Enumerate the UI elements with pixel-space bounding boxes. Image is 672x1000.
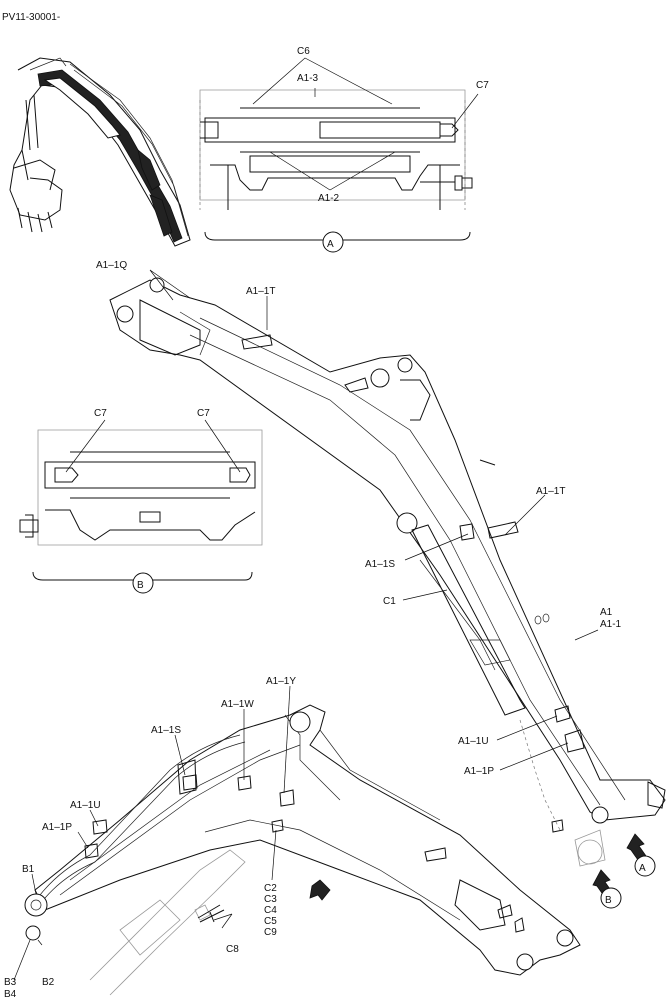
arrow-a-letter: A [639,863,646,874]
label-a1-1: A1-1 [600,619,622,630]
label-c4: C4 [264,905,277,916]
label-a1-1w: A1–1W [221,699,254,710]
label-c5: C5 [264,916,277,927]
arrow-a-icon [626,833,647,861]
label-a1: A1 [600,607,613,618]
label-a1-1s-mid: A1–1S [365,559,395,570]
label-b1: B1 [22,864,35,875]
label-c9: C9 [264,927,277,938]
view-b-letter: B [137,580,144,591]
label-b2: B2 [42,977,55,988]
view-b-detail: B C7 C7 [19,408,263,594]
label-c8: C8 [226,944,239,955]
label-a1-1s-low: A1–1S [151,725,181,736]
label-a1-1u-low: A1–1U [70,800,101,811]
label-b4: B4 [4,989,17,1000]
label-c6: C6 [297,46,310,57]
label-b3: B3 [4,977,17,988]
label-c7-b-left: C7 [94,408,107,419]
view-a-marker [322,231,344,253]
view-b-marker [132,572,154,594]
main-arm-assembly: A1–1Q A1–1T A1–1T A1–1S C1 A1 A1-1 A1–1U… [96,260,666,909]
excavator-thumbnail [9,57,191,247]
label-c7-top: C7 [476,80,489,91]
label-c3: C3 [264,894,277,905]
label-c1: C1 [383,596,396,607]
label-c7-b-right: C7 [197,408,210,419]
view-a-letter: A [327,239,334,250]
label-a1-1t-top: A1–1T [246,286,275,297]
label-a1-3: A1-3 [297,73,319,84]
label-a1-1u-right: A1–1U [458,736,489,747]
label-a1-1q: A1–1Q [96,260,127,271]
label-a1-1p-right: A1–1P [464,766,494,777]
label-a1-1p-low: A1–1P [42,822,72,833]
arrow-b-letter: B [605,895,612,906]
view-a-detail: A C6 A1-3 C7 A1-2 [199,46,489,253]
lower-boom-assembly: A1–1Y A1–1W A1–1S A1–1U A1–1P B1 B2 B3 B… [4,676,581,1000]
label-a1-2: A1-2 [318,193,340,204]
direction-arrow-icon [309,879,331,901]
label-a1-1t-mid: A1–1T [536,486,565,497]
document-code: PV11-30001- [2,12,60,23]
label-a1-1y: A1–1Y [266,676,296,687]
label-c2: C2 [264,883,277,894]
